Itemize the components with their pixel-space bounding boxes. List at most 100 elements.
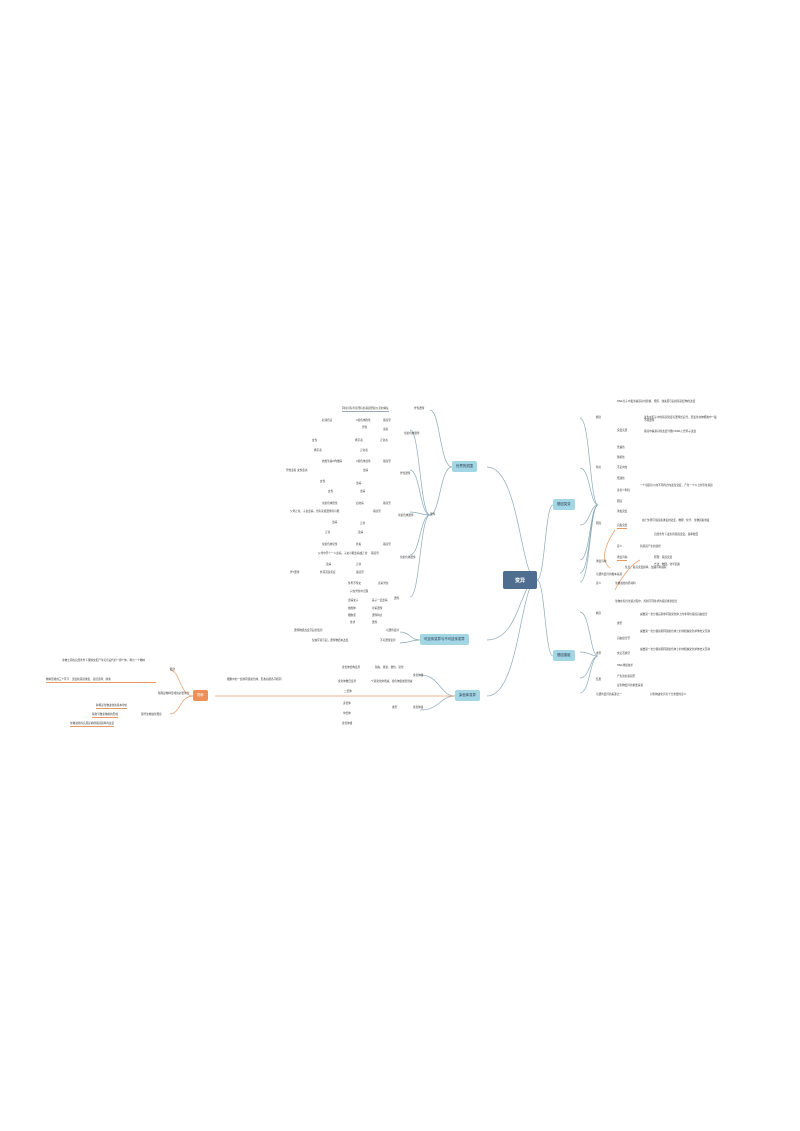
tl-text: 直系男性 (378, 582, 389, 585)
tr-label: 突变实质 (617, 429, 628, 432)
tr-text: 一个基因可以向不同的方向发生突变，产生一个以上的等位基因 (640, 484, 713, 487)
tl-text: 患病 (363, 469, 369, 472)
tl-text: 正常 (360, 522, 366, 525)
tl-label: 常染色体遗传 (398, 514, 414, 517)
tl-text: 女性 (312, 439, 318, 442)
branch-node-1[interactable]: 世界的范围 (452, 461, 477, 472)
tr-text: 方法：物理、化学因素 (654, 563, 680, 566)
tl-text: 携带者 (355, 439, 363, 442)
tr-text: 不定向性 (617, 466, 628, 469)
tr-text: 生物进化的原材料 (615, 582, 636, 585)
tr-text: 发生在配子中的基因突变可遗传给后代，若发生在体细胞中一般不能遗传 (644, 416, 717, 423)
mid-text: 二倍体 (344, 690, 352, 693)
tl-text: 患病 (332, 521, 338, 524)
tr-text: 自然条件下发生的基因突变，频率很低 (654, 533, 699, 536)
left-text: 种群是生物进化的基本单位 (96, 704, 128, 709)
tl-text: 母系遗传 (372, 607, 383, 610)
tl-text: 其子一定患病 (372, 599, 388, 602)
tl-text: 抗维生素D佝偻病 (322, 460, 343, 463)
tl-text: 正常 (325, 531, 331, 534)
tl-text: 白化病 (356, 502, 364, 505)
root-node[interactable]: 变异 (503, 571, 537, 589)
tr-text: 多害少利性 (617, 489, 630, 492)
tl-label: 遗传 (394, 597, 400, 600)
tl-text: 男性患者 女性患者 (286, 469, 308, 472)
br-text: 减数第一次分裂后期非同源染色体上的非等位基因自由组合 (640, 613, 708, 616)
tl-text: X染色体显性 (356, 460, 371, 463)
tl-text: 并指 (356, 543, 362, 546)
tr-text: 原理：基因突变 (654, 556, 673, 559)
tl-label: 伴性遗传 (400, 472, 411, 475)
tl-text: 男性 (362, 426, 368, 429)
left-text: 物种形成的三个环节：突变和基因重组、自然选择、隔离 (46, 678, 156, 683)
tl-text: 女性 (328, 490, 334, 493)
br-label: 结果 (596, 678, 602, 681)
left-text: 生物进化的实质是种群基因频率的改变 (70, 722, 115, 727)
mid-text: 仅由环境引起，遗传物质未改变 (312, 639, 349, 642)
br-text: 对生物进化具有十分重要的意义 (650, 693, 687, 696)
mid-text: 染色体组 (413, 706, 424, 709)
tr-text: 诱发突变 (617, 510, 628, 513)
branch-node-3[interactable]: 基因重组 (553, 650, 575, 661)
tl-text: 患病女子 (348, 599, 359, 602)
br-text: 是生物变异的重要来源 (617, 684, 643, 687)
tl-text: 红绿色盲 (322, 419, 333, 422)
tl-text: 基因型 (371, 552, 379, 555)
left-label: 现代生物进化理论 (141, 713, 162, 716)
tl-text: 伴Y遗传 (290, 571, 300, 574)
mid-text: 单倍体 (343, 712, 351, 715)
tl-text: 基因型 (383, 543, 391, 546)
br-label: 类型 (596, 652, 602, 655)
tr-label: 诱变育种 (596, 560, 607, 563)
br-text: 减数第一次分裂前期同源染色体上的非姐妹染色单体交叉互换 (640, 630, 711, 633)
tl-text: 患病 (326, 563, 332, 566)
mid-text: 缺失、重复、倒位、易位 (375, 666, 404, 669)
tl-text: 正常者 (360, 449, 368, 452)
mid-text: 类型 (392, 706, 398, 709)
tl-text: 基因型 (383, 502, 391, 505)
branch-node-4[interactable]: 可遗传变异与不可遗传变异 (420, 634, 469, 645)
tl-text: 正常 (356, 563, 362, 566)
mid-text: 个别染色体增减、染色体组成倍增减 (371, 680, 413, 683)
tl-text: 正常者 (380, 439, 388, 442)
tr-label: 意义 (596, 582, 602, 585)
br-text: 产生新的基因型 (617, 675, 636, 678)
tl-text: 父母正常，子女患病，也有家族遗传的可能 (290, 510, 340, 513)
tr-text: 新基因产生的途径 (640, 545, 661, 548)
tr-text: 普遍性 (617, 446, 625, 449)
tr-text: 优点：提高突变频率，加速育种进程 (625, 566, 667, 569)
left-text: 隔离导致新物种的形成 (92, 713, 118, 718)
tl-text: 细胞质 (348, 614, 356, 617)
tl-label: 遗传 (430, 513, 436, 516)
mid-text: 细胞中的一组非同源染色体，形态功能各不相同 (227, 678, 282, 681)
tl-text: 基因型 (373, 510, 381, 513)
tl-text: 常染色体显性 (322, 543, 338, 546)
mid-text: 染色体数目变异 (338, 680, 357, 683)
tr-label: 意义 (617, 545, 623, 548)
tr-text: 低频性 (617, 477, 625, 480)
mid-text: 染色体组 (413, 674, 424, 677)
tl-label: 常染色体遗传 (400, 556, 416, 559)
tl-text: 基因型 (356, 571, 364, 574)
mid-text: 多倍体 (343, 702, 351, 705)
br-text: 交叉互换型 (617, 652, 630, 655)
mid-text: 染色体结构变异 (342, 666, 361, 669)
tr-label: 特点 (596, 466, 602, 469)
tl-text: 患病 (358, 531, 364, 534)
tl-text: 性状 (350, 621, 356, 624)
tl-text: 女性 (320, 480, 326, 483)
tl-text: 同时具有母亲所有的基因型和父亲的特征 (342, 407, 389, 412)
branch-node-2[interactable]: 基因突变 (553, 499, 575, 510)
tr-text: 基因中碱基对的改变导致mRNA上密码子改变 (644, 430, 697, 433)
tr-label: 原因 (617, 500, 623, 503)
tl-text: 基因型 (383, 419, 391, 422)
tl-text: 遗传特点 (372, 614, 383, 617)
branch-node-5[interactable]: 染色体变异 (455, 690, 480, 701)
tr-text: 自发突变 (617, 524, 628, 529)
br-label: 概念 (596, 612, 602, 615)
br-text: 生物在有性生殖过程中，控制不同性状的基因重新组合 (615, 600, 678, 603)
mid-text: 染色体组 (342, 722, 353, 725)
left-text: 生物之间在自然条件下能够交配产生可育后代的一群个体，称为一个物种 (62, 659, 145, 662)
branch-node-orange[interactable]: 物种 (193, 690, 208, 701)
